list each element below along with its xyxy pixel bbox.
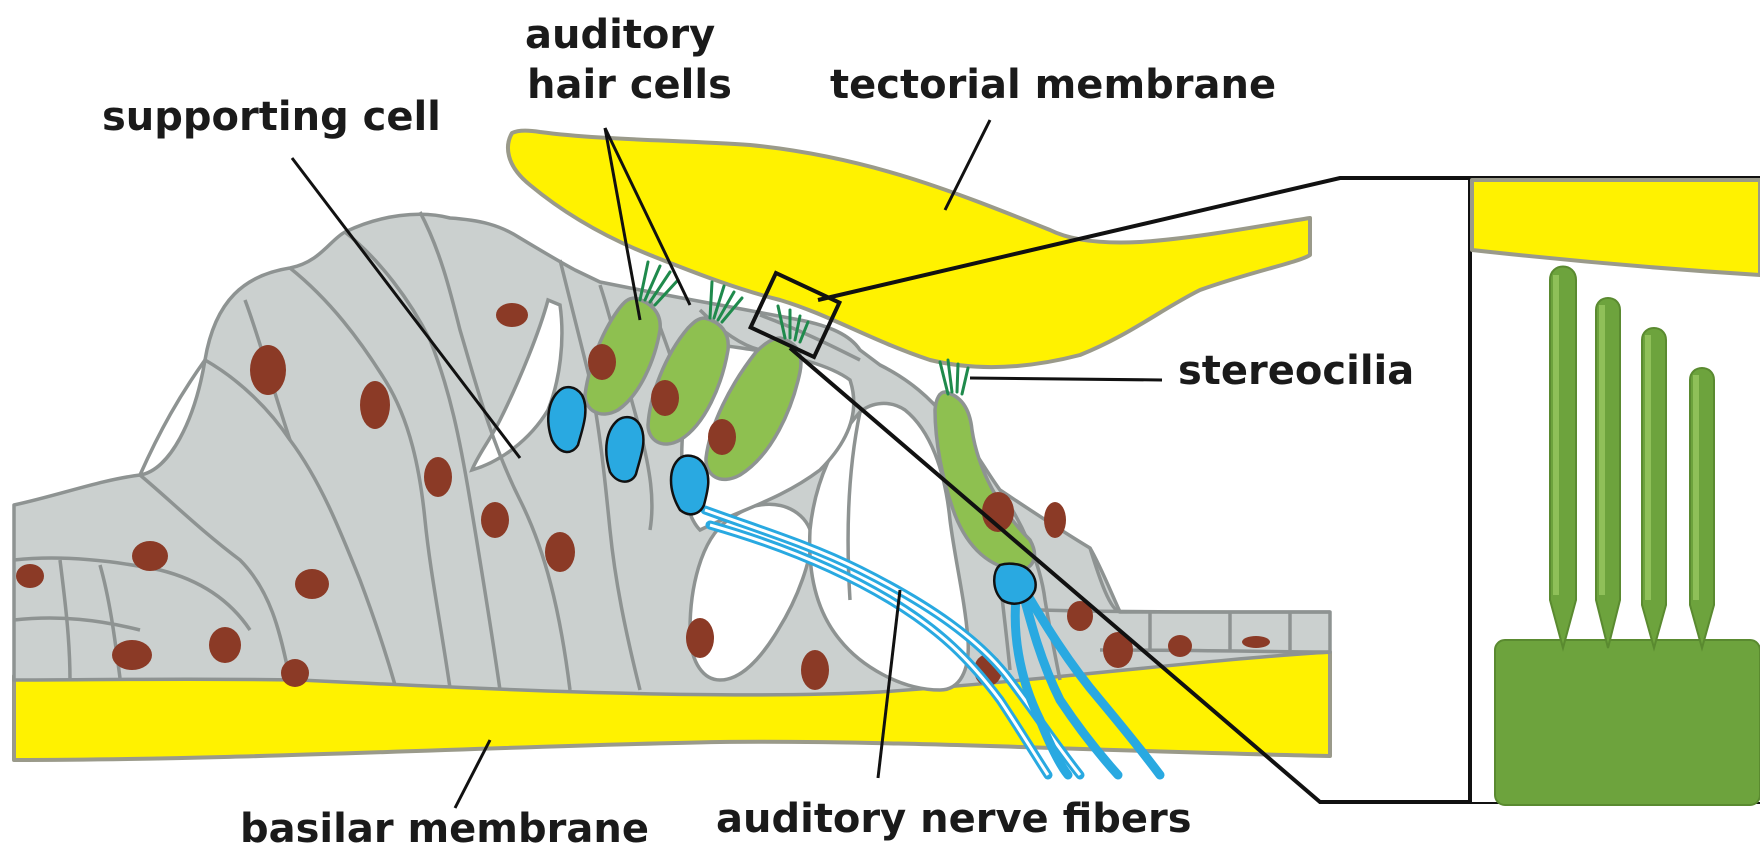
stereocilia-inset bbox=[1470, 178, 1760, 805]
label-tectorial-membrane: tectorial membrane bbox=[830, 62, 1276, 108]
label-stereocilia: stereocilia bbox=[1178, 348, 1414, 394]
stereocilia-leader bbox=[970, 378, 1162, 380]
label-auditory-hair-cells-line1: auditory bbox=[525, 12, 715, 58]
label-auditory-hair-cells-line2: hair cells bbox=[527, 62, 732, 108]
label-auditory-nerve-fibers: auditory nerve fibers bbox=[716, 796, 1192, 842]
label-basilar-membrane: basilar membrane bbox=[240, 806, 649, 851]
label-supporting-cell: supporting cell bbox=[102, 94, 441, 140]
